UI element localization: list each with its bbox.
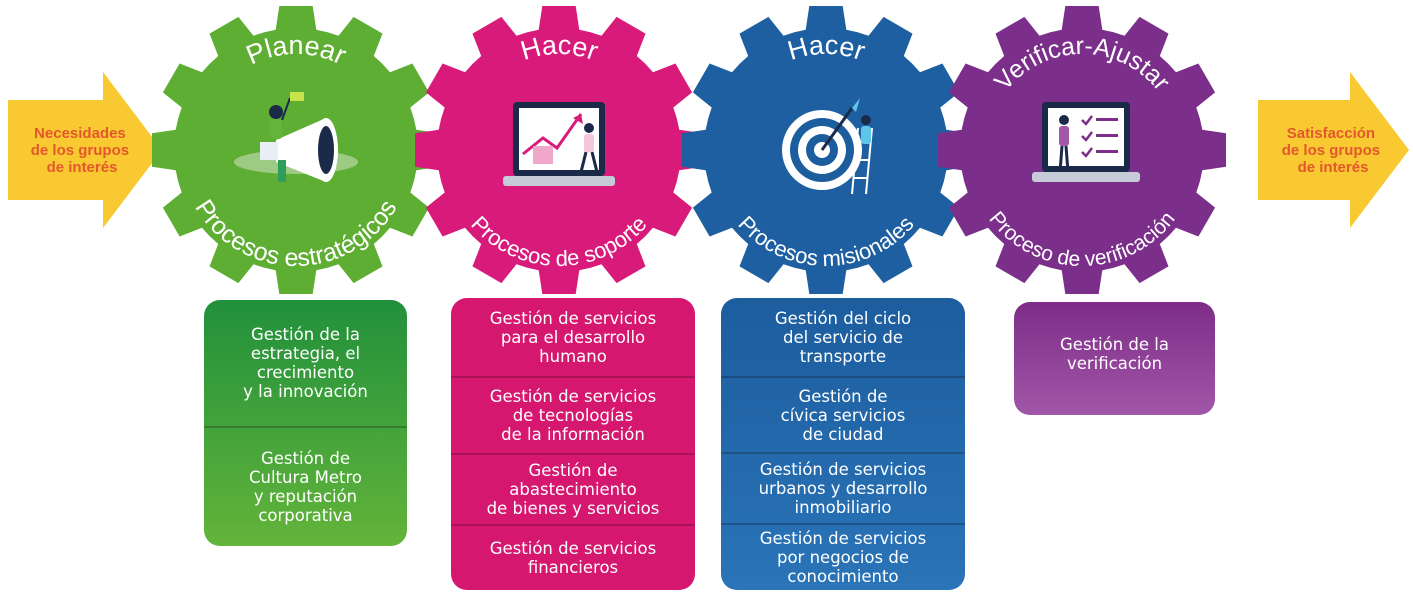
process-item: Gestión de servicios para el desarrollo … bbox=[489, 308, 657, 366]
process-item: Gestión del ciclo del servicio de transp… bbox=[774, 308, 912, 366]
output-label-line-2: de los grupos bbox=[1282, 142, 1380, 159]
process-item: Gestión de abastecimiento de bienes y se… bbox=[451, 453, 695, 524]
input-arrow-shape bbox=[8, 72, 162, 228]
process-item: Gestión de Cultura Metro y reputación co… bbox=[204, 426, 407, 546]
input-arrow-label: Necesidades de los grupos de interés bbox=[31, 125, 134, 176]
output-label-line-3: de interés bbox=[1298, 159, 1369, 176]
output-arrow: Satisfacción de los grupos de interés bbox=[1258, 72, 1409, 228]
column-procesos-soporte: Gestión de servicios para el desarrollo … bbox=[451, 298, 695, 590]
megaphone-person-illustration-icon bbox=[234, 92, 358, 182]
gear-hacer-soporte: Hacer Procesos de soporte bbox=[415, 6, 703, 294]
process-item: Gestión de servicios por negocios de con… bbox=[721, 523, 965, 590]
input-arrow: Necesidades de los grupos de interés bbox=[8, 72, 162, 228]
gear-planear: Planear Procesos estratégicos bbox=[152, 6, 440, 294]
target-dart-ladder-illustration-icon bbox=[782, 98, 873, 195]
checklist-board-illustration-icon bbox=[1032, 102, 1140, 182]
column-procesos-estrategicos: Gestión de la estrategia, el crecimiento… bbox=[204, 300, 407, 546]
process-item: Gestión de servicios urbanos y desarroll… bbox=[721, 452, 965, 523]
output-arrow-label: Satisfacción de los grupos de interés bbox=[1282, 125, 1385, 176]
gear-hacer-misionales: Hacer Procesos misionales bbox=[682, 6, 970, 294]
process-item: Gestión de cívica servicios de ciudad bbox=[721, 376, 965, 452]
process-item: Gestión de servicios financieros bbox=[451, 524, 695, 590]
process-item: Gestión de la estrategia, el crecimiento… bbox=[243, 325, 368, 401]
input-label-line-3: de interés bbox=[47, 159, 118, 176]
column-proceso-verificacion: Gestión de la verificación bbox=[1014, 302, 1215, 415]
input-label-line-2: de los grupos bbox=[31, 142, 129, 159]
output-label-line-1: Satisfacción bbox=[1287, 125, 1375, 142]
process-item: Gestión de la verificación bbox=[1060, 335, 1169, 373]
laptop-growth-chart-illustration-icon bbox=[503, 102, 615, 186]
input-label-line-1: Necesidades bbox=[34, 125, 126, 142]
output-arrow-shape bbox=[1258, 72, 1409, 228]
gear-verificar-ajustar: Verificar-Ajustar Proceso de verificació… bbox=[938, 6, 1226, 294]
process-item: Gestión de servicios de tecnologías de l… bbox=[451, 376, 695, 453]
column-procesos-misionales: Gestión del ciclo del servicio de transp… bbox=[721, 298, 965, 590]
